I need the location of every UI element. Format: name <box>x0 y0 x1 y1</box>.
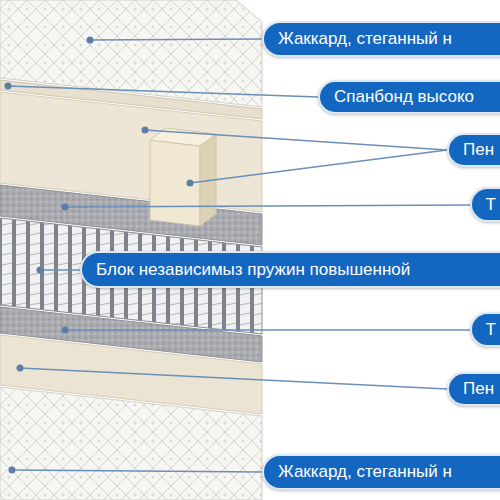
leader-dot <box>142 127 149 134</box>
leader-line <box>90 39 262 40</box>
leader-line <box>20 368 447 389</box>
callout-text: Жаккард, стеганный н <box>278 462 452 482</box>
leader-dot <box>17 365 24 372</box>
callout-text: Жаккард, стеганный н <box>278 29 452 49</box>
callout-pill: Жаккард, стеганный н <box>262 454 500 490</box>
callout-pill: Т <box>470 312 500 347</box>
callout-text: Пен <box>463 140 494 160</box>
leader-dot <box>187 180 194 187</box>
leader-dot <box>37 267 44 274</box>
leader-line <box>8 86 318 97</box>
leader-dot <box>87 37 94 44</box>
leader-line <box>65 329 470 330</box>
leader-line <box>12 470 262 472</box>
callout-pill: Т <box>470 187 500 222</box>
leader-dot <box>9 467 16 474</box>
callout-text: Спанбонд высоко <box>334 87 474 107</box>
callout-text: Пен <box>463 379 494 399</box>
callout-text: Т <box>486 320 496 340</box>
callout-pill: Жаккард, стеганный н <box>262 21 500 57</box>
callout-pill: Спанбонд высоко <box>318 80 500 114</box>
callout-pill: Пен <box>447 133 500 167</box>
leader-dot <box>5 83 12 90</box>
callout-text: Т <box>486 195 496 215</box>
callout-text: Блок независимыз пружин повышенной <box>96 260 410 280</box>
callout-pill: Блок независимыз пружин повышенной <box>80 251 500 288</box>
leader-line <box>65 205 470 207</box>
leader-dot <box>62 327 69 334</box>
leader-line <box>40 269 80 270</box>
leader-line <box>145 130 447 150</box>
leader-dot <box>62 204 69 211</box>
leader-line <box>190 150 447 183</box>
foam-cut-front <box>150 140 200 226</box>
callout-pill: Пен <box>447 372 500 406</box>
